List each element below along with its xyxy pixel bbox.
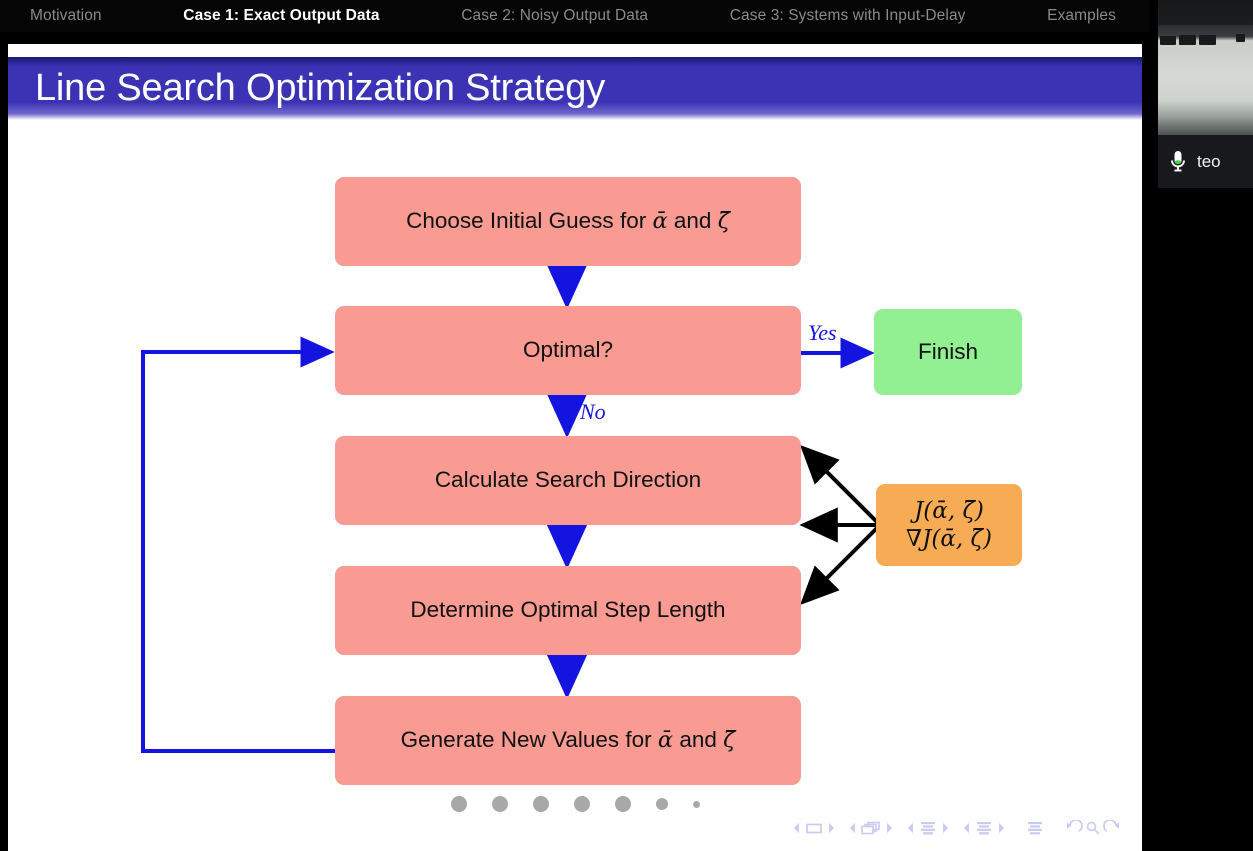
node-finish[interactable]: Finish (874, 309, 1022, 395)
node-search-direction[interactable]: Calculate Search Direction (335, 436, 801, 525)
node-finish-label: Finish (917, 338, 979, 364)
nav-item-motivation[interactable]: Motivation (30, 7, 102, 24)
presentation-area: Motivation Case 1: Exact Output Data Cas… (0, 0, 1150, 851)
progress-dot[interactable] (491, 796, 508, 812)
prev-section-icon[interactable] (960, 820, 973, 836)
search-icon[interactable] (1084, 820, 1102, 836)
progress-dot[interactable] (614, 796, 631, 812)
node-step-length[interactable]: Determine Optimal Step Length (335, 566, 801, 655)
prev-frame-icon[interactable] (846, 820, 859, 836)
next-slide-icon[interactable] (825, 820, 838, 836)
subsection-icon[interactable] (917, 820, 939, 836)
back-icon[interactable] (1064, 820, 1084, 836)
node-cost-function[interactable]: J(ᾱ, ζ̄) ∇J(ᾱ, ζ̄) (876, 484, 1022, 566)
slide-icon[interactable] (803, 820, 825, 836)
node-initial-guess[interactable]: Choose Initial Guess for ᾱ and ζ̄ (335, 177, 801, 266)
slide-navigation-bar: Motivation Case 1: Exact Output Data Cas… (0, 0, 1150, 32)
edge-label-yes: Yes (808, 320, 837, 345)
edge-label-no: No (580, 399, 606, 424)
progress-dot[interactable] (692, 800, 700, 808)
nav-item-case-3[interactable]: Case 3: Systems with Input-Delay (729, 7, 966, 24)
flowchart-arrows (141, 257, 882, 753)
nav-item-examples[interactable]: Examples (1047, 7, 1116, 24)
arrow-feedback-loop (141, 336, 335, 753)
section-icon[interactable] (973, 820, 995, 836)
participant-name: teo (1197, 151, 1221, 171)
node-step-length-label: Determine Optimal Step Length (410, 597, 726, 623)
arrow-cost-to-optimal (800, 445, 882, 527)
progress-dot[interactable] (655, 798, 668, 810)
node-new-values[interactable]: Generate New Values for ᾱ and ζ̄ (335, 696, 801, 785)
page-title: Line Search Optimization Strategy (35, 67, 606, 109)
next-section-icon[interactable] (995, 820, 1008, 836)
cost-function-value: J(ᾱ, ζ̄) (914, 497, 984, 524)
progress-dot[interactable] (532, 796, 549, 812)
nav-item-case-1[interactable]: Case 1: Exact Output Data (183, 7, 380, 24)
nav-item-case-2[interactable]: Case 2: Noisy Output Data (461, 7, 649, 24)
beamer-navigation-symbols (790, 816, 1122, 840)
webcam-panel[interactable]: teo (1158, 0, 1253, 188)
node-search-direction-label: Calculate Search Direction (434, 467, 702, 493)
node-optimal-label: Optimal? (522, 337, 614, 363)
frame-icon[interactable] (859, 820, 883, 836)
node-new-values-label: Generate New Values for ᾱ and ζ̄ (400, 727, 736, 754)
microphone-icon (1171, 150, 1185, 171)
prev-subsection-icon[interactable] (904, 820, 917, 836)
forward-icon[interactable] (1102, 820, 1122, 836)
next-frame-icon[interactable] (883, 820, 896, 836)
flowchart: Choose Initial Guess for ᾱ and ζ̄ Optim… (8, 44, 1142, 851)
node-optimal[interactable]: Optimal? (335, 306, 801, 395)
next-subsection-icon[interactable] (939, 820, 952, 836)
node-initial-guess-label: Choose Initial Guess for ᾱ and ζ̄ (406, 208, 730, 235)
arrow-cost-to-step (800, 523, 882, 605)
webcam-name-bar: teo (1158, 135, 1253, 188)
document-icon[interactable] (1024, 820, 1046, 836)
slide-title-band: Line Search Optimization Strategy (8, 57, 1142, 120)
cost-function-gradient: ∇J(ᾱ, ζ̄) (906, 526, 992, 552)
webcam-video (1158, 0, 1253, 135)
slide-canvas: Line Search Optimization Strategy (8, 44, 1142, 851)
progress-dot[interactable] (450, 796, 467, 812)
progress-dot[interactable] (573, 796, 590, 812)
slide-progress-dots (8, 792, 1142, 816)
prev-slide-icon[interactable] (790, 820, 803, 836)
